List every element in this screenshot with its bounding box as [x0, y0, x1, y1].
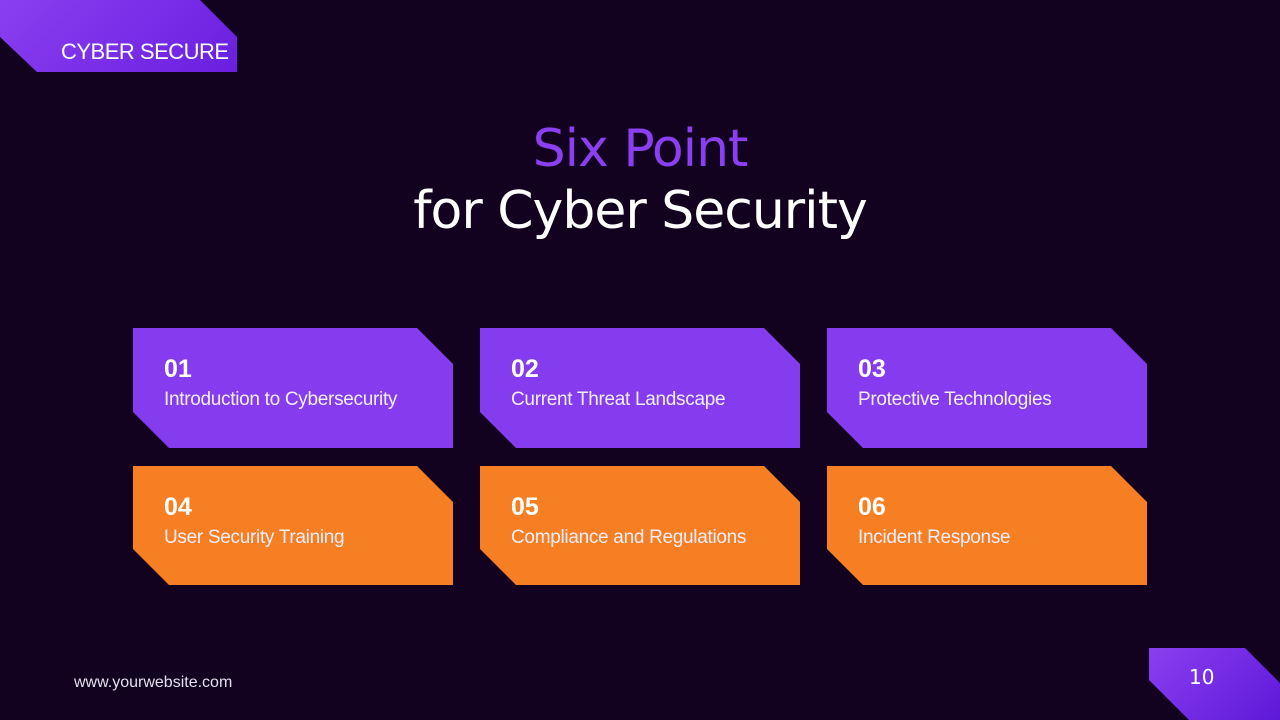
card-label: Current Threat Landscape [511, 389, 726, 410]
point-card-6: 06 Incident Response [827, 466, 1147, 585]
brand-tab [0, 0, 237, 72]
card-label: Incident Response [858, 527, 1011, 548]
card-number: 02 [511, 355, 539, 383]
page-number: 10 [1189, 665, 1215, 689]
card-number: 03 [858, 355, 886, 383]
website-link[interactable]: www.yourwebsite.com [74, 674, 233, 691]
card-number: 04 [164, 493, 192, 521]
card-number: 05 [511, 493, 539, 521]
card-label: Compliance and Regulations [511, 527, 747, 548]
card-label: Protective Technologies [858, 389, 1052, 410]
slide-title: Six Point for Cyber Security [0, 118, 1280, 242]
point-card-3: 03 Protective Technologies [827, 328, 1147, 448]
card-label: Introduction to Cybersecurity [164, 389, 398, 410]
title-subline: for Cyber Security [413, 181, 868, 241]
title-highlight: Six Point [532, 119, 749, 179]
brand-label: CYBER SECURE [61, 39, 229, 64]
card-label: User Security Training [164, 527, 345, 548]
card-number: 01 [164, 355, 192, 383]
point-card-2: 02 Current Threat Landscape [480, 328, 800, 448]
point-card-1: 01 Introduction to Cybersecurity [133, 328, 453, 448]
point-card-5: 05 Compliance and Regulations [480, 466, 800, 585]
page-number-tab [1149, 648, 1280, 720]
point-card-4: 04 User Security Training [133, 466, 453, 585]
card-number: 06 [858, 493, 886, 521]
